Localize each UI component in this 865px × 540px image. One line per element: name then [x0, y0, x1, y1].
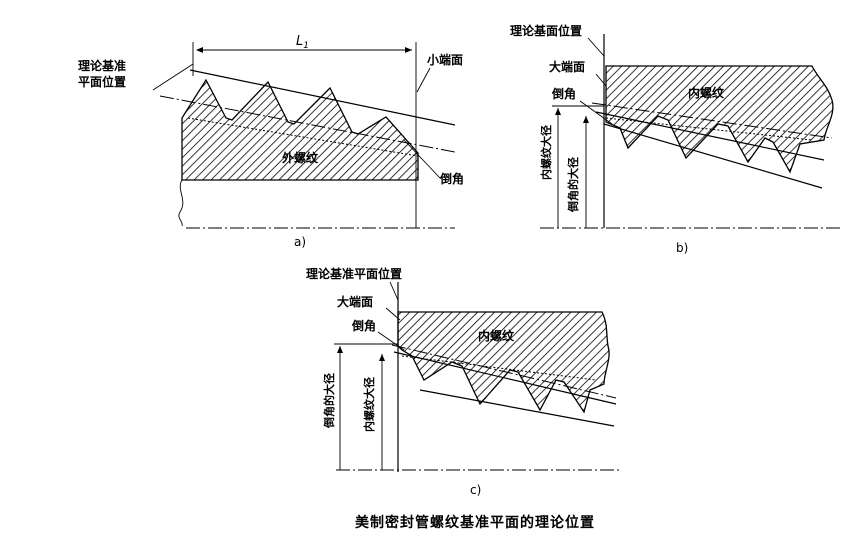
panel-a: L1 理论基准 平面位置 小端面 倒角 外螺纹 a) [78, 34, 464, 249]
root-line-b [603, 123, 823, 189]
small-end-face-leader [416, 67, 431, 93]
caption-b: b) [676, 241, 688, 255]
ref-plane-label-line2: 平面位置 [78, 74, 126, 89]
pitch-dotted-c [401, 355, 597, 381]
root-line [187, 117, 419, 157]
large-end-face-leader-c [385, 307, 401, 321]
chamfer-label-a: 倒角 [439, 171, 464, 186]
chamfer-leader-b [579, 100, 613, 125]
internal-thread-body-c [397, 311, 610, 414]
ref-plane-label-b: 理论基面位置 [510, 23, 582, 38]
large-end-face-label-b: 大端面 [549, 59, 585, 74]
chamfer-dashed-c [391, 344, 617, 399]
external-thread-body [181, 78, 419, 181]
large-end-face-leader-b [595, 73, 607, 87]
crest-line [189, 69, 456, 126]
internal-thread-body-b [605, 65, 834, 174]
chamfer-dia-label-c: 倒角的大径 [322, 373, 336, 429]
chamfer-leader-c [377, 331, 405, 351]
chamfer-dia-label-b: 倒角的大径 [566, 157, 580, 213]
panel-c: 理论基准平面位置 大端面 倒角 内螺纹 倒角的大径 内螺纹大径 c) [306, 266, 620, 497]
chamfer-dashed-b [591, 102, 833, 139]
ref-plane-leader [152, 63, 194, 91]
ref-plane-label-c: 理论基准平面位置 [306, 266, 402, 281]
caption-c: c) [470, 483, 481, 497]
chamfer-label-c: 倒角 [351, 318, 376, 333]
chamfer-leader-a [403, 139, 441, 179]
dimension-label: L1 [296, 34, 309, 51]
root-line-c [419, 389, 615, 427]
caption-a: a) [294, 235, 306, 249]
figure-title: 美制密封管螺纹基准平面的理论位置 [355, 514, 595, 531]
large-end-face-label-c: 大端面 [337, 294, 373, 309]
crest-line-b [595, 111, 825, 161]
small-end-face-label: 小端面 [427, 52, 463, 67]
major-dia-label-b: 内螺纹大径 [539, 125, 553, 180]
crest-line-c [393, 351, 617, 405]
pitch-line [159, 95, 456, 153]
pitch-dotted-b [605, 117, 813, 141]
major-dia-label-c: 内螺纹大径 [362, 377, 376, 432]
internal-thread-label-c: 内螺纹 [478, 328, 515, 343]
chamfer-label-b: 倒角 [551, 86, 576, 101]
ref-plane-leader-b [587, 37, 605, 57]
panel-b: 理论基面位置 大端面 倒角 内螺纹 内螺纹大径 倒角的大径 b) [510, 23, 840, 255]
break-line [178, 179, 184, 227]
ref-plane-leader-c [389, 281, 399, 301]
external-thread-label: 外螺纹 [282, 150, 319, 165]
internal-thread-label-b: 内螺纹 [688, 85, 725, 100]
ref-plane-label-line1: 理论基准 [78, 58, 126, 73]
